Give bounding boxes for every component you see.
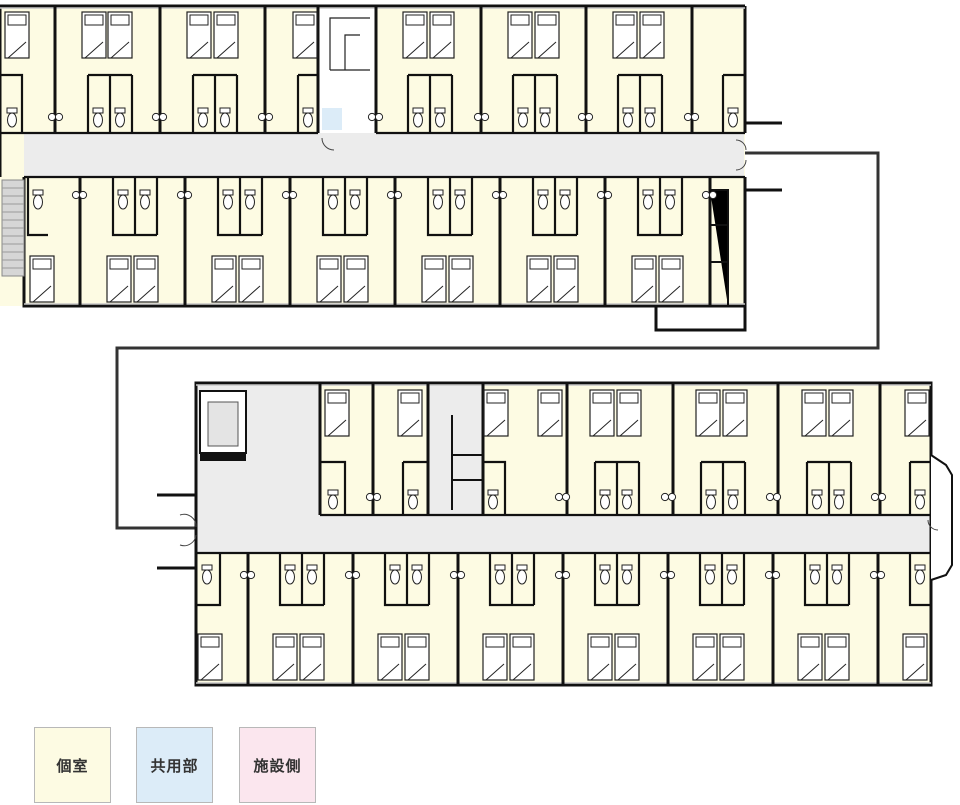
legend-label-facility-side: 施設側 bbox=[253, 756, 302, 775]
floor-plan bbox=[0, 4, 953, 687]
upper-building-block bbox=[0, 4, 782, 332]
elevator-icon bbox=[199, 390, 247, 461]
door-swing-icon bbox=[735, 139, 747, 171]
lower-corridor bbox=[196, 515, 931, 553]
lower-building-block bbox=[157, 381, 953, 687]
stairs-icon bbox=[329, 17, 370, 71]
legend-label-private-room: 個室 bbox=[56, 756, 89, 775]
legend-private-room: 個室 bbox=[34, 727, 111, 803]
legend-label-shared-area: 共用部 bbox=[150, 756, 199, 775]
upper-corridor bbox=[24, 133, 744, 177]
stairs-icon bbox=[1, 179, 25, 277]
door-swing-icon bbox=[179, 513, 197, 547]
legend-facility-side: 施設側 bbox=[239, 727, 316, 803]
shared-wc bbox=[322, 108, 342, 130]
connecting-walkway bbox=[115, 151, 880, 530]
legend-shared-area: 共用部 bbox=[136, 727, 213, 803]
